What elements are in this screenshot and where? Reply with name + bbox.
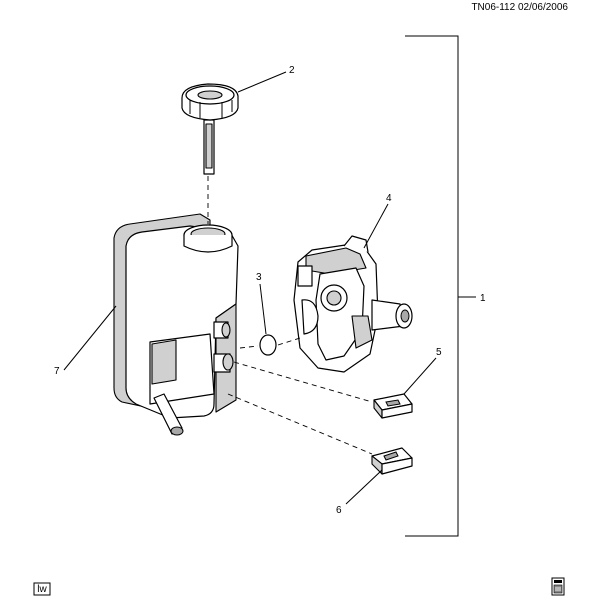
document-box-icon (551, 577, 565, 596)
reservoir (113, 213, 239, 436)
callout-5: 5 (436, 347, 442, 358)
hose-clip-lower (371, 447, 413, 475)
hose-clip-upper (373, 393, 413, 419)
callout-3: 3 (256, 272, 262, 283)
drawing-id: TN06-112 02/06/2006 (471, 2, 568, 13)
callout-2: 2 (289, 65, 295, 76)
assembly-bracket (405, 35, 476, 537)
callout-1: 1 (480, 293, 486, 304)
footer-badge-text: lw (37, 584, 47, 595)
callout-7: 7 (54, 366, 60, 377)
footer-badge: lw (33, 582, 51, 596)
callout-6: 6 (336, 505, 342, 516)
callout-4: 4 (386, 193, 392, 204)
assembly-centerlines (207, 176, 373, 455)
reservoir-cap (181, 83, 239, 175)
o-ring (259, 334, 277, 356)
power-steering-pump (293, 235, 413, 373)
